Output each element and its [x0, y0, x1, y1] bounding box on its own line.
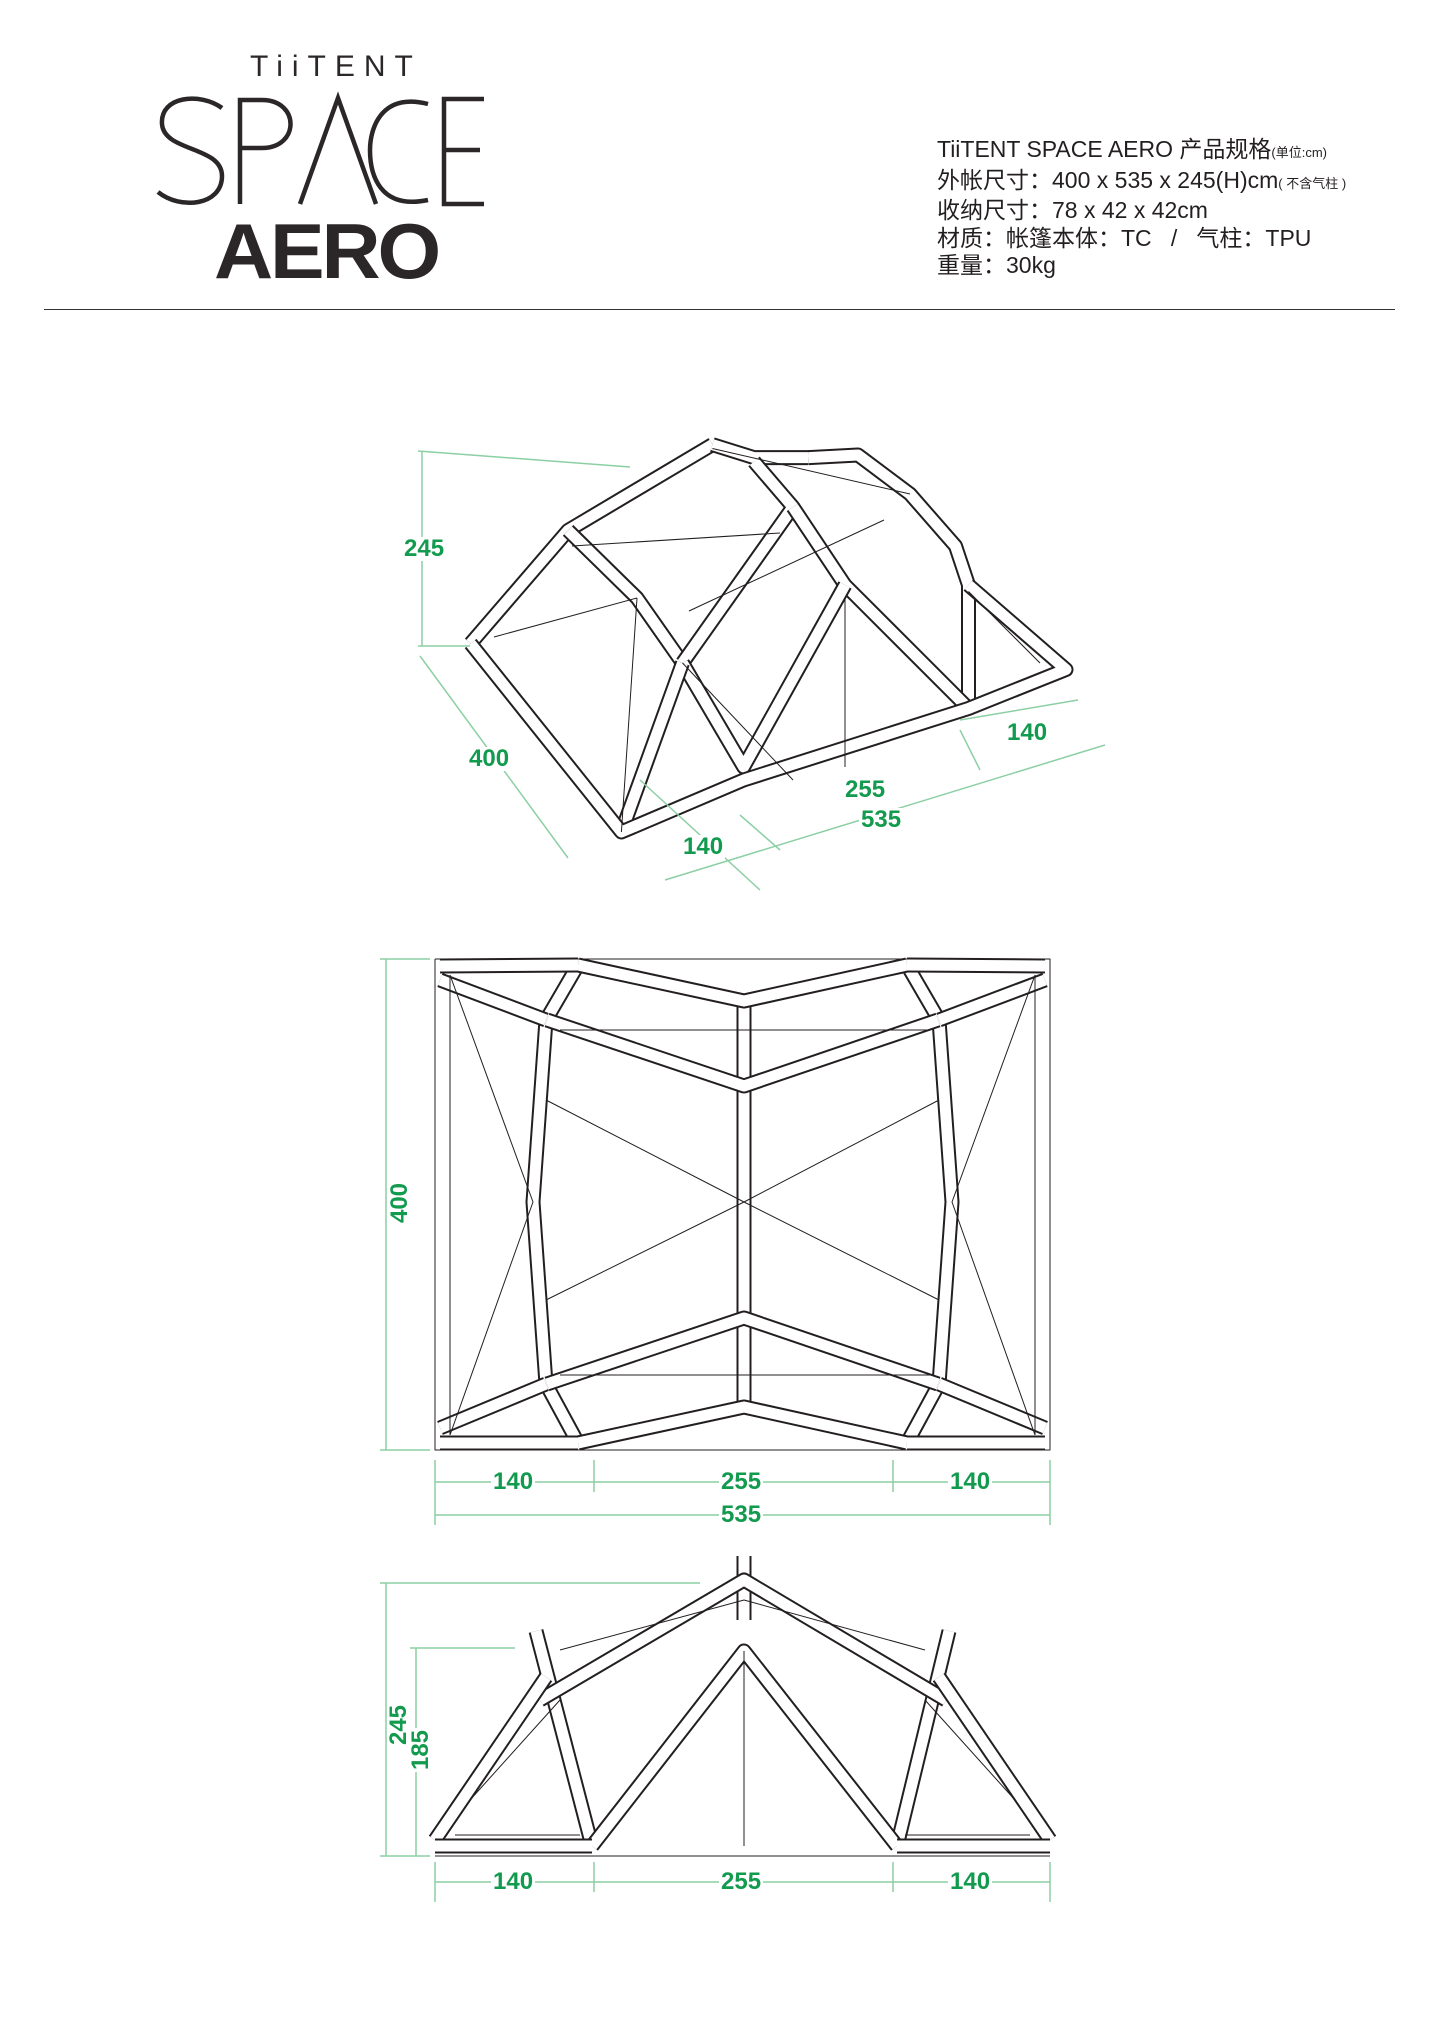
fabric-line: [545, 1201, 940, 1301]
spec-weight: 重量：30kg: [937, 252, 1056, 278]
fabric-line: [493, 597, 638, 638]
air-beam-fill: [537, 1574, 949, 1705]
iso-length-label: 535: [859, 806, 904, 833]
dimension-line: [959, 699, 1079, 721]
air-beam-fill: [937, 974, 1047, 1026]
spec-outer-row: 外帐尺寸：400 x 535 x 245(H)cm( 不含气柱 ): [937, 167, 1346, 198]
spec-outer-note: ( 不含气柱 ): [1278, 175, 1347, 191]
air-beam-fill: [466, 580, 1072, 838]
spec-unit: (单位:cm): [1271, 145, 1328, 160]
air-beam-fill: [934, 1673, 1055, 1844]
fabric-line: [559, 1599, 926, 1651]
air-beam-fill: [808, 449, 974, 709]
iso-middle-label: 255: [843, 776, 888, 803]
iso-height-label: 245: [402, 535, 447, 562]
spec-outer-size: 外帐尺寸：400 x 535 x 245(H)cm: [937, 166, 1279, 193]
fabric-line: [968, 591, 1041, 664]
air-beam-fill: [906, 959, 1046, 972]
air-beam-fill: [430, 1673, 551, 1844]
air-beam-fill: [439, 959, 579, 972]
spec-packed-size: 收纳尺寸：78 x 42 x 42cm: [937, 197, 1208, 223]
fabric-line: [620, 597, 638, 833]
air-beam-fill: [530, 1629, 598, 1848]
top-middle-label: 255: [719, 1468, 764, 1495]
dimension-line: [959, 729, 981, 771]
fabric-line: [688, 519, 885, 612]
spec-title-row: TiiTENT SPACE AERO 产品规格(单位:cm): [937, 136, 1346, 167]
logo-aero: AERO: [214, 207, 441, 295]
front-wall-height-label: 185: [407, 1727, 435, 1773]
air-beam-fill: [438, 974, 548, 1026]
fabric-line: [712, 448, 911, 495]
top-width-label: 400: [386, 1180, 414, 1226]
front-side-left-label: 140: [491, 1868, 536, 1895]
top-length-label: 535: [719, 1501, 764, 1528]
logo-space-wordmark: [156, 91, 484, 207]
air-beam: [808, 447, 976, 709]
fabric-line: [951, 974, 1036, 1436]
header-divider: [44, 309, 1395, 310]
air-beam-fill: [936, 1378, 1048, 1434]
spec-block: TiiTENT SPACE AERO 产品规格(单位:cm) 外帐尺寸：400 …: [937, 136, 1346, 280]
top-side-left-label: 140: [491, 1468, 536, 1495]
iso-side-right-label: 140: [1005, 719, 1050, 746]
spec-title: TiiTENT SPACE AERO 产品规格: [937, 136, 1272, 162]
iso-width-label: 400: [467, 745, 512, 772]
iso-side-left-label: 140: [681, 833, 726, 860]
air-beam-fill: [677, 582, 850, 773]
air-beam-fill: [437, 1378, 549, 1434]
air-beam-fill: [576, 1401, 909, 1449]
logo-brand: TiiTENT: [250, 50, 422, 83]
front-side-right-label: 140: [948, 1868, 993, 1895]
air-beam-fill: [576, 959, 909, 1007]
air-beam-fill: [891, 1629, 955, 1848]
fabric-line: [571, 532, 781, 547]
fabric-line: [449, 974, 534, 1436]
fabric-line: [434, 958, 1051, 1451]
air-beam-fill: [616, 661, 688, 834]
front-middle-label: 255: [719, 1868, 764, 1895]
air-beam-fill: [678, 457, 799, 667]
spec-material: 材质：帐篷本体：TC / 气柱：TPU: [937, 224, 1312, 251]
dimension-line: [739, 814, 781, 851]
fabric-line: [469, 1699, 561, 1801]
air-beam-fill: [545, 1312, 940, 1390]
air-beam-fill: [545, 1014, 940, 1092]
dimension-line: [417, 450, 631, 468]
top-side-right-label: 140: [948, 1468, 993, 1495]
fabric-line: [682, 662, 794, 781]
fabric-line: [924, 1699, 1016, 1801]
